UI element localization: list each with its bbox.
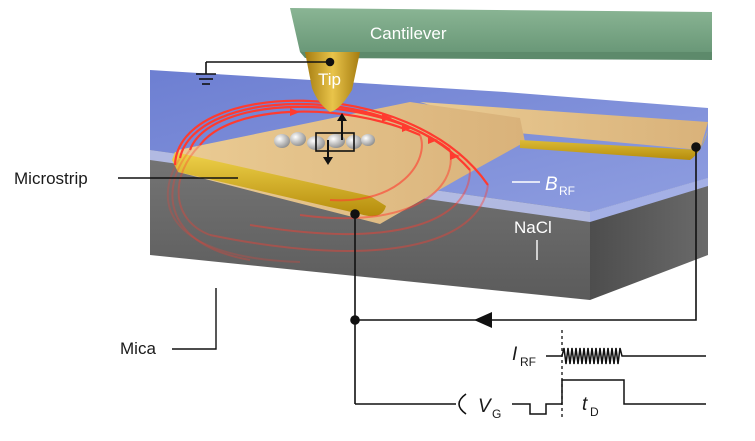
current-direction-arrow: [474, 312, 492, 328]
molecule: [274, 113, 375, 165]
irf-waveform: [546, 347, 706, 365]
atom: [274, 134, 290, 148]
mica-label: Mica: [120, 339, 156, 358]
field-line: [209, 184, 489, 252]
microstrip-annotation: Microstrip: [14, 169, 238, 188]
ground-connection: [196, 57, 335, 85]
atom: [361, 134, 375, 146]
tip: Tip: [305, 52, 360, 112]
field-line: [166, 157, 301, 263]
field-arrows: [290, 108, 460, 160]
field-arrow: [450, 152, 460, 160]
rf-return-wire: [355, 147, 697, 321]
gate-source-arc: [458, 393, 467, 415]
cantilever-label: Cantilever: [370, 24, 447, 43]
atom: [327, 134, 345, 148]
irf-label-sub: RF: [520, 355, 536, 369]
microstrip-side-edge: [520, 130, 708, 160]
cantilever: Cantilever: [290, 8, 712, 60]
field-line: [299, 149, 452, 220]
tip-label: Tip: [318, 70, 341, 89]
cantilever-underside: [300, 52, 712, 60]
tip-body: [305, 52, 360, 112]
field-line: [249, 169, 471, 235]
atom: [290, 132, 306, 146]
field-line: [329, 134, 423, 202]
field-line: [171, 149, 251, 261]
nacl-annotation: NaCl: [514, 218, 552, 260]
field-arrow: [290, 108, 300, 116]
brf-label-sub: RF: [559, 184, 575, 198]
brf-label-main: B: [545, 174, 558, 195]
circuit-wiring: [350, 142, 701, 415]
irf-label-main: I: [512, 344, 518, 365]
field-line: [173, 99, 489, 186]
vg-label-sub: G: [492, 407, 501, 421]
td-label-main: t: [582, 394, 588, 415]
junction-node: [350, 315, 360, 325]
mica-leader: [172, 288, 217, 350]
field-line: [177, 144, 211, 236]
vg-label-main: V: [478, 396, 493, 417]
nacl-side-edge: [590, 178, 708, 222]
microstrip-top: [178, 102, 525, 224]
spin-frame: [315, 132, 355, 152]
field-arrow: [382, 114, 392, 122]
spin-arrow-down-head: [323, 157, 333, 165]
pulse-sequence: I RF V G t D: [478, 330, 706, 421]
brf-annotation: B RF: [512, 174, 575, 198]
vg-waveform: [512, 379, 706, 415]
mica-annotation: Mica: [120, 288, 217, 358]
ground-node: [325, 57, 335, 67]
spin-arrow-up-head: [337, 113, 347, 121]
microstrip-label: Microstrip: [14, 169, 88, 188]
td-label-sub: D: [590, 405, 599, 419]
cantilever-beam: [290, 8, 712, 52]
field-arrow: [402, 124, 412, 132]
nacl-label: NaCl: [514, 218, 552, 237]
field-arrow: [428, 136, 438, 144]
